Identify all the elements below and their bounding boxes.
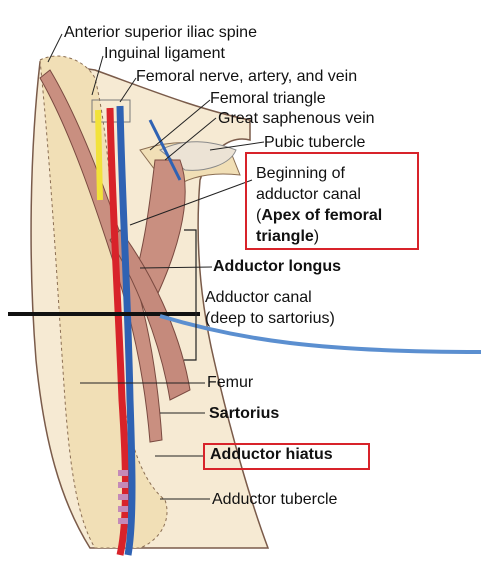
apex-close-paren: ): [313, 228, 320, 245]
femoral-vein: [116, 105, 136, 556]
label-sartorius: Sartorius: [209, 405, 280, 422]
adductor-canal-bracket: [184, 229, 197, 361]
label-apex-line2: triangle): [256, 228, 319, 246]
label-inguinal-ligament: Inguinal ligament: [104, 45, 225, 62]
label-adductor-tubercle: Adductor tubercle: [212, 491, 338, 508]
apex-bold-2: triangle: [256, 228, 314, 245]
apex-bold-1: Apex of femoral: [261, 207, 383, 224]
highlight-box-hiatus: [203, 443, 370, 470]
label-femoral-triangle: Femoral triangle: [210, 90, 326, 107]
label-adductor-canal: Adductor canal: [205, 289, 312, 306]
label-adductor-longus: Adductor longus: [213, 258, 341, 275]
label-femoral-nav: Femoral nerve, artery, and vein: [136, 68, 358, 85]
genicular-vessels: [118, 470, 128, 524]
label-great-saphenous-vein: Great saphenous vein: [218, 110, 375, 127]
label-adductor-canal-deep: (deep to sartorius): [205, 310, 335, 327]
sartorius-muscle: [39, 69, 163, 443]
highlight-box-apex: [245, 152, 419, 250]
femoral-nerve: [95, 109, 103, 201]
leader-lines: [47, 33, 265, 500]
label-beginning-line1: Beginning of: [256, 165, 345, 182]
needle-line: [159, 314, 481, 354]
label-femur: Femur: [207, 374, 254, 391]
label-asis: Anterior superior iliac spine: [64, 24, 257, 41]
label-pubic-tubercle: Pubic tubercle: [264, 134, 366, 151]
label-beginning-line2: adductor canal: [256, 186, 361, 203]
great-saphenous-vein: [148, 119, 182, 181]
femur-bone: [39, 55, 168, 549]
apex-open-paren: (: [256, 207, 262, 224]
label-adductor-hiatus: Adductor hiatus: [210, 446, 333, 463]
label-apex-line1: (Apex of femoral: [256, 207, 382, 225]
